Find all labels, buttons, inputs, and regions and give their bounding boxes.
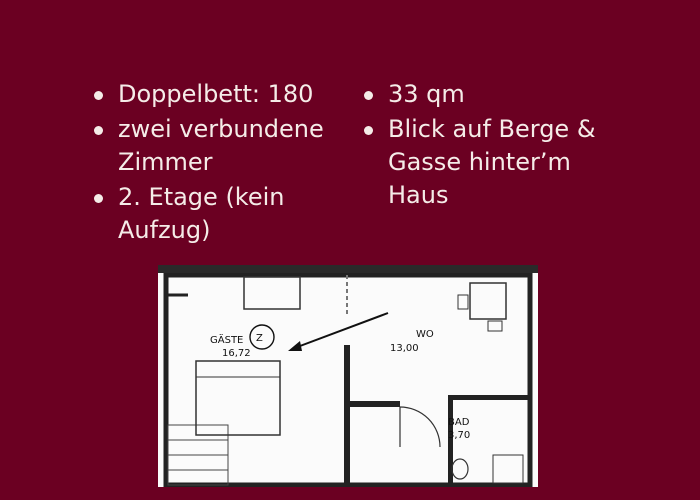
desk [243, 276, 301, 310]
shower [492, 454, 524, 484]
floor-plan: GÄSTE Z 16,72 WO 13,00 BAD 3,70 [158, 265, 538, 487]
feature-item: Blick auf Berge & Gasse hinter’m Haus [360, 113, 600, 212]
room-name-bad: BAD [448, 417, 470, 428]
feature-column-right: 33 qm Blick auf Berge & Gasse hinter’m H… [360, 78, 600, 249]
table [469, 282, 507, 320]
interior-wall [344, 345, 350, 485]
feature-item: 33 qm [360, 78, 600, 111]
room-marker [249, 324, 275, 350]
top-wall [158, 265, 538, 273]
room-marker-label: Z [256, 333, 263, 344]
room-name-gaeste: GÄSTE [210, 333, 243, 346]
feature-column-left: Doppelbett: 180 zwei verbundene Zimmer 2… [90, 78, 330, 249]
feature-item: 2. Etage (kein Aufzug) [90, 181, 330, 247]
room-area-wo: 13,00 [390, 343, 419, 354]
toilet [451, 458, 469, 480]
bed [195, 360, 281, 436]
floor-plan-drawing: GÄSTE Z 16,72 WO 13,00 BAD 3,70 [158, 265, 538, 487]
feature-item: Doppelbett: 180 [90, 78, 330, 111]
feature-item: zwei verbundene Zimmer [90, 113, 330, 179]
view-arrow [291, 312, 389, 350]
room-area-bad: 3,70 [448, 430, 470, 441]
feature-list: Doppelbett: 180 zwei verbundene Zimmer 2… [90, 78, 600, 249]
door-swing [399, 406, 441, 448]
room-area-gaeste: 16,72 [222, 348, 251, 359]
room-name-wo: WO [416, 329, 434, 340]
